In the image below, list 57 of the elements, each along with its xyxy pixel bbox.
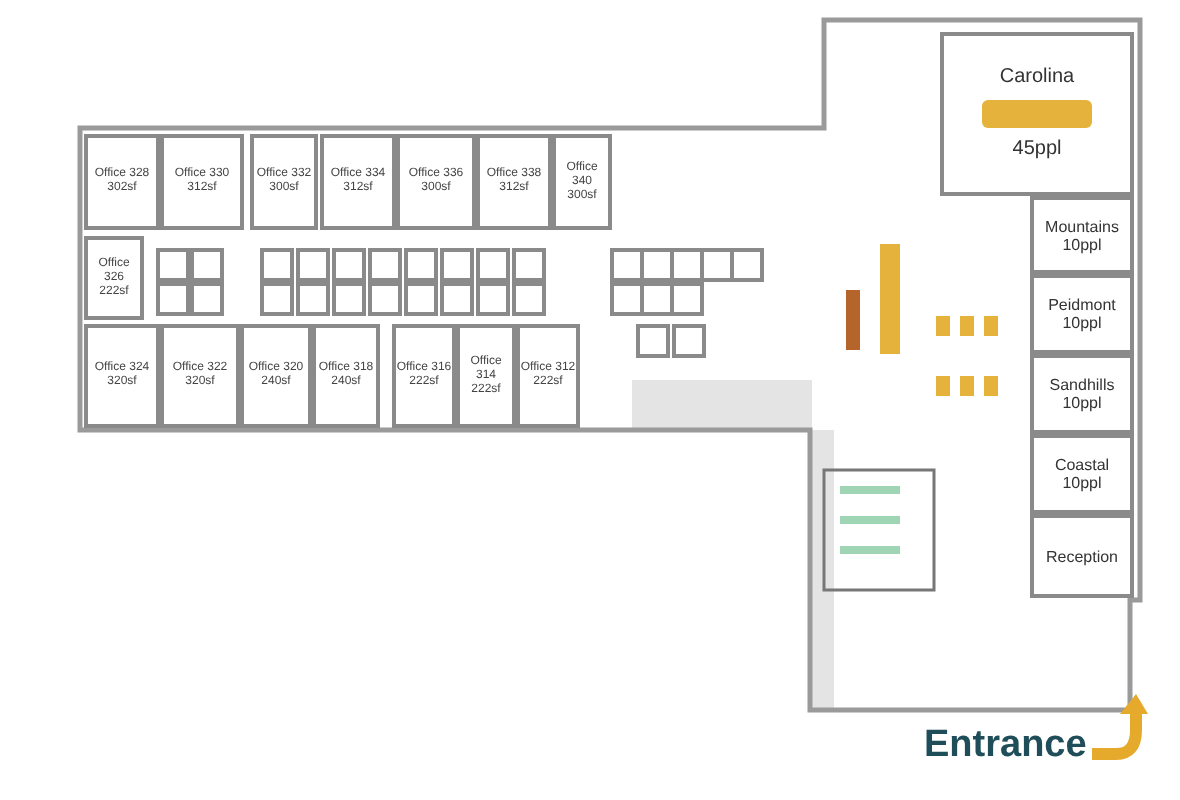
meeting-room bbox=[1030, 354, 1134, 434]
office-room bbox=[84, 324, 160, 428]
office-room bbox=[84, 134, 160, 230]
cubicle-room bbox=[190, 248, 224, 282]
cubicle-room bbox=[260, 282, 294, 316]
cubicle-room bbox=[156, 248, 190, 282]
cubicle-room bbox=[296, 248, 330, 282]
office-room bbox=[312, 324, 380, 428]
office-room bbox=[84, 236, 144, 320]
cubicle-room bbox=[404, 248, 438, 282]
cubicle-room bbox=[512, 282, 546, 316]
meeting-room bbox=[940, 32, 1134, 196]
meeting-room bbox=[1030, 514, 1134, 598]
office-room bbox=[456, 324, 516, 428]
cubicle-room bbox=[672, 324, 706, 358]
room-name: Coastal bbox=[1054, 456, 1110, 474]
cubicle-room bbox=[476, 282, 510, 316]
office-room bbox=[552, 134, 612, 230]
cubicle-room bbox=[260, 248, 294, 282]
cubicle-room bbox=[368, 248, 402, 282]
cubicle-room bbox=[440, 248, 474, 282]
cubicle-room bbox=[404, 282, 438, 316]
cubicle-room bbox=[440, 282, 474, 316]
meeting-room bbox=[1030, 434, 1134, 514]
cubicle-room bbox=[512, 248, 546, 282]
cubicle-room bbox=[636, 324, 670, 358]
office-room bbox=[320, 134, 396, 230]
room-name: Carolina bbox=[999, 66, 1075, 90]
office-room bbox=[392, 324, 456, 428]
cubicle-room bbox=[670, 282, 704, 316]
cubicle-room bbox=[368, 282, 402, 316]
room-capacity: 10ppl bbox=[1062, 314, 1102, 332]
room-name: Reception bbox=[1045, 547, 1119, 565]
office-room bbox=[240, 324, 312, 428]
room-name: Mountains bbox=[1045, 217, 1119, 235]
cubicle-room bbox=[332, 248, 366, 282]
office-room bbox=[250, 134, 318, 230]
office-room bbox=[516, 324, 580, 428]
room-capacity: 10ppl bbox=[1062, 474, 1102, 492]
room-name: Peidmont bbox=[1048, 296, 1116, 314]
office-room bbox=[396, 134, 476, 230]
room-name: Sandhills bbox=[1049, 376, 1115, 394]
office-room bbox=[160, 134, 244, 230]
meeting-room bbox=[1030, 274, 1134, 354]
room-capacity: 10ppl bbox=[1062, 235, 1102, 253]
cubicle-room bbox=[332, 282, 366, 316]
room-capacity: 10ppl bbox=[1062, 394, 1102, 412]
cubicle-room bbox=[476, 248, 510, 282]
cubicle-room bbox=[190, 282, 224, 316]
office-room bbox=[476, 134, 552, 230]
cubicle-room bbox=[296, 282, 330, 316]
entrance-label: Entrance bbox=[924, 724, 1087, 768]
room-capacity: 45ppl bbox=[1012, 138, 1062, 162]
office-room bbox=[160, 324, 240, 428]
cubicle-room bbox=[156, 282, 190, 316]
meeting-room bbox=[1030, 196, 1134, 274]
cubicle-room bbox=[730, 248, 764, 282]
